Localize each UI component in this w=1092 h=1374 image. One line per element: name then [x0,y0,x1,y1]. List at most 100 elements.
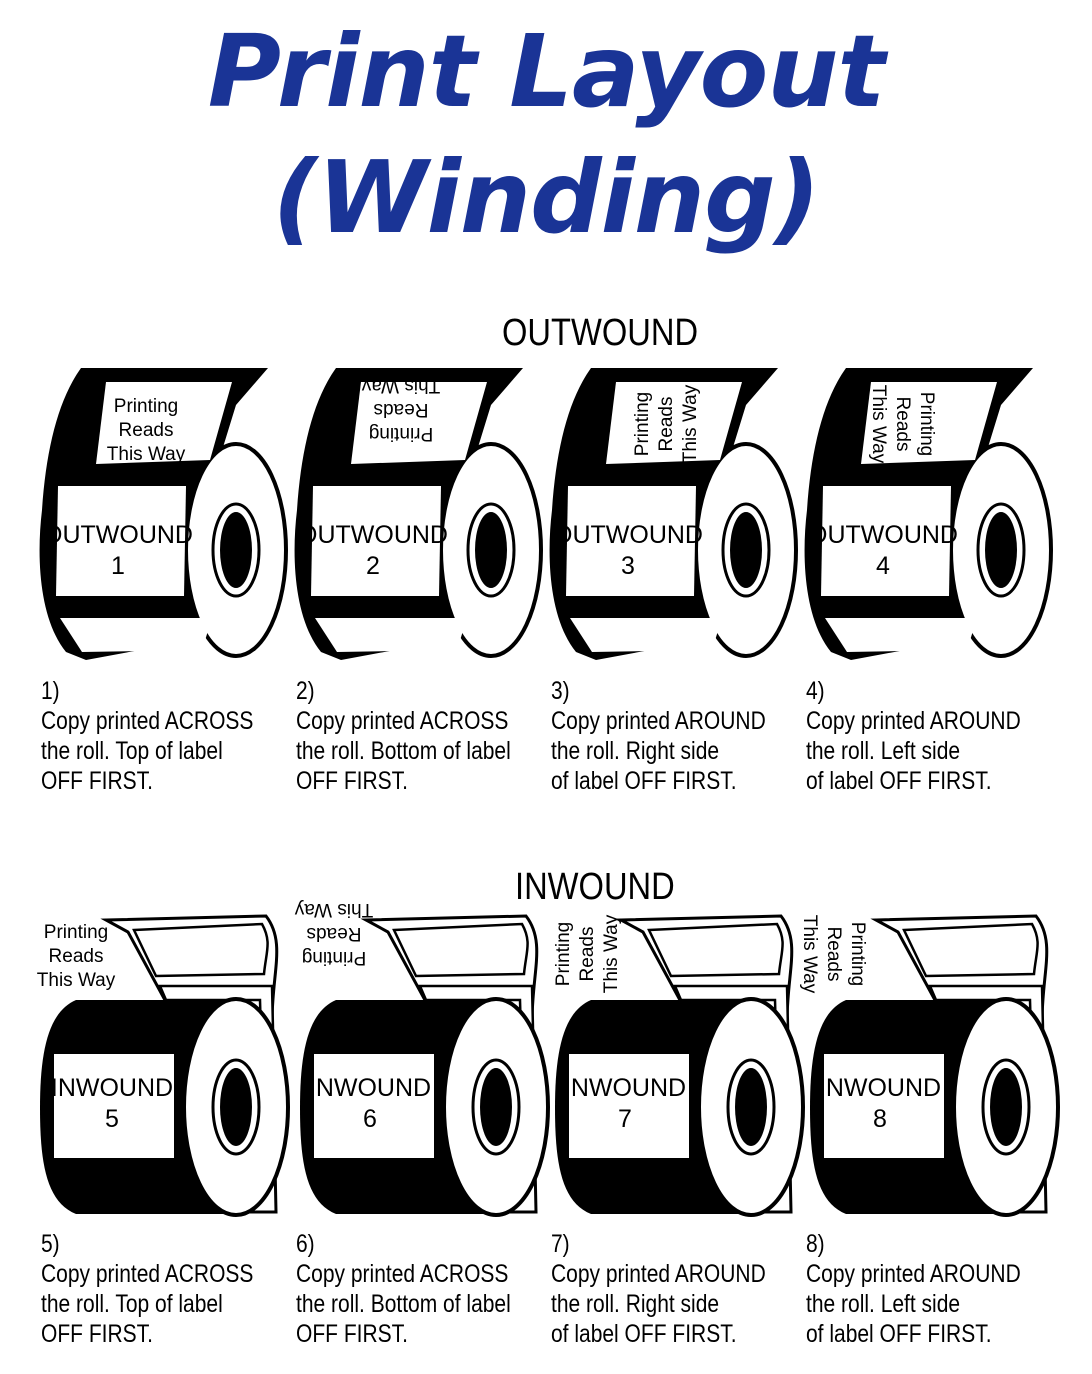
caption-line-3: of label OFF FIRST. [806,1320,992,1348]
caption-num: 3) [551,677,570,705]
web-label-top [132,922,269,978]
roll-number: 5 [105,1105,119,1133]
core-hole [730,512,762,588]
roll-number: 3 [621,552,635,580]
page-title-line-2: (Winding) [272,139,821,256]
caption-line-3: of label OFF FIRST. [806,767,992,795]
outwound-roll-1: Printing Reads This Way OUTWOUND 1 [39,368,288,660]
core-hole [220,512,252,588]
roll-number: 1 [111,552,125,580]
core-hole [220,1068,252,1146]
reads-line-1: Printing [44,922,108,943]
label-middle [824,1054,944,1158]
reads-line-3: This Way [680,384,701,463]
inwound-roll-7: Printing Reads This Way INWOUND 7 [553,914,805,1217]
reads-text: Printing Reads This Way [361,375,440,444]
page-title-line-1: Print Layout [207,13,886,130]
label-bottom [60,618,212,652]
caption-num: 6) [296,1230,315,1258]
caption-num: 2) [296,677,315,705]
reads-line-1: Printing [553,922,574,986]
inwound-caption-5: 5) Copy printed ACROSS the roll. Top of … [41,1229,259,1349]
reads-line-2: Reads [119,420,174,441]
reads-text: Printing Reads This Way [107,396,186,465]
reads-line-3: This Way [107,444,186,465]
caption-line-3: OFF FIRST. [296,1320,408,1348]
outwound-caption-3: 3) Copy printed AROUND the roll. Right s… [551,676,769,796]
roll-label: INWOUND [819,1074,941,1102]
roll-number: 4 [876,552,890,580]
roll-label: OUTWOUND [808,521,958,549]
reads-text: Printing Reads This Way [294,899,373,968]
label-bottom [315,618,467,652]
core-hole [990,1068,1022,1146]
reads-line-2: Reads [823,927,844,982]
reads-line-3: This Way [601,914,622,993]
reads-line-1: Printing [302,947,366,968]
caption-line-1: Copy printed ACROSS [41,707,254,735]
reads-line-2: Reads [892,397,913,452]
roll-label: INWOUND [51,1074,173,1102]
reads-line-2: Reads [374,399,429,420]
outwound-caption-1: 1) Copy printed ACROSS the roll. Top of … [41,676,259,796]
inwound-roll-8: Printing Reads This Way INWOUND 8 [799,914,1060,1217]
reads-line-1: Printing [369,423,433,444]
outwound-caption-2: 2) Copy printed ACROSS the roll. Bottom … [296,676,514,796]
roll-label: INWOUND [564,1074,686,1102]
label-middle [314,1054,434,1158]
caption-num: 5) [41,1230,60,1258]
caption-line-2: the roll. Right side [551,737,720,765]
caption-line-1: Copy printed ACROSS [296,1260,509,1288]
inwound-roll-6: Printing Reads This Way INWOUND 6 [294,899,550,1217]
roll-number: 2 [366,552,380,580]
reads-line-1: Printing [632,392,653,456]
reads-line-3: This Way [799,915,820,994]
caption-line-3: of label OFF FIRST. [551,1320,737,1348]
caption-line-1: Copy printed AROUND [806,1260,1021,1288]
caption-line-2: the roll. Left side [806,737,961,765]
web-label-top [902,922,1039,978]
label-middle [569,1054,689,1158]
roll-label: OUTWOUND [553,521,703,549]
label-middle [566,486,696,596]
label-top [96,382,232,464]
caption-num: 8) [806,1230,825,1258]
caption-line-2: the roll. Top of label [41,737,223,765]
outwound-roll-4: Printing Reads This Way OUTWOUND 4 [804,368,1053,660]
reads-line-3: This Way [294,899,373,920]
caption-line-2: the roll. Right side [551,1290,720,1318]
inwound-caption-7: 7) Copy printed AROUND the roll. Right s… [551,1229,769,1349]
reads-line-2: Reads [656,397,677,452]
core-hole [985,512,1017,588]
reads-line-3: This Way [37,970,116,991]
reads-line-1: Printing [847,922,868,986]
roll-number: 7 [618,1105,632,1133]
label-bottom [570,618,722,652]
reads-line-3: This Way [361,375,440,396]
inwound-caption-8: 8) Copy printed AROUND the roll. Left si… [806,1229,1024,1349]
caption-line-2: the roll. Top of label [41,1290,223,1318]
core-hole [480,1068,512,1146]
reads-text: Printing Reads This Way [868,385,937,464]
caption-line-3: OFF FIRST. [41,1320,153,1348]
label-middle [54,1054,174,1158]
outwound-heading: OUTWOUND [502,312,699,354]
caption-num: 7) [551,1230,570,1258]
caption-line-1: Copy printed ACROSS [41,1260,254,1288]
label-top [606,382,742,464]
reads-line-2: Reads [49,946,104,967]
caption-line-3: OFF FIRST. [41,767,153,795]
reads-line-1: Printing [916,392,937,456]
caption-line-1: Copy printed AROUND [806,707,1021,735]
label-middle [56,486,186,596]
reads-line-3: This Way [868,385,889,464]
inwound-caption-6: 6) Copy printed ACROSS the roll. Bottom … [296,1229,514,1349]
caption-line-3: OFF FIRST. [296,767,408,795]
reads-line-2: Reads [577,927,598,982]
web-label-top [392,922,529,978]
roll-label: OUTWOUND [298,521,448,549]
reads-text: Printing Reads This Way [799,915,868,994]
caption-line-3: of label OFF FIRST. [551,767,737,795]
roll-number: 8 [873,1105,887,1133]
caption-line-1: Copy printed AROUND [551,1260,766,1288]
